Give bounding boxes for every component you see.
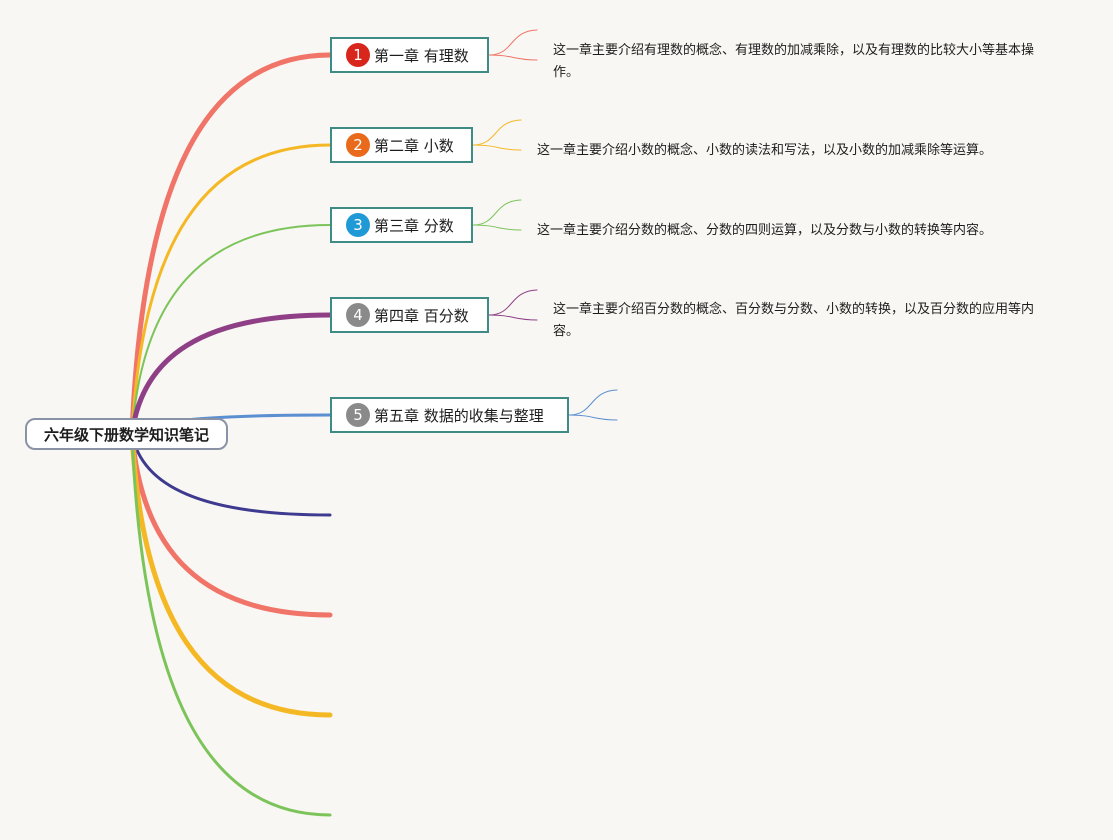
- chapter-title: 第一章 有理数: [374, 46, 469, 65]
- empty-branch-connector-3: [129, 431, 333, 718]
- chapter-title: 第四章 百分数: [374, 306, 469, 325]
- fork-lower-2: [472, 144, 522, 151]
- chapter-title: 第二章 小数: [374, 136, 454, 155]
- chapter-title: 第五章 数据的收集与整理: [374, 406, 544, 425]
- root-node[interactable]: 六年级下册数学知识笔记: [25, 418, 228, 450]
- chapter-desc-2: 这一章主要介绍小数的概念、小数的读法和写法，以及小数的加减乘除等运算。: [537, 143, 993, 158]
- number-2-icon: 2: [346, 133, 370, 157]
- number-1-icon: 1: [346, 43, 370, 67]
- branch-connector-4: [129, 312, 333, 437]
- chapter-desc-3: 这一章主要介绍分数的概念、分数的四则运算，以及分数与小数的转换等内容。: [537, 223, 993, 238]
- number-5-icon: 5: [346, 403, 370, 427]
- fork-lower-4: [488, 314, 538, 321]
- fork-upper-5: [568, 389, 618, 416]
- chapter-title: 第三章 分数: [374, 216, 454, 235]
- fork-lower-3: [472, 224, 522, 231]
- chapter-node-1[interactable]: 1 第一章 有理数: [330, 37, 489, 73]
- branch-connector-1: [129, 52, 333, 437]
- chapter-node-5[interactable]: 5 第五章 数据的收集与整理: [330, 397, 569, 433]
- empty-branch-connector-4: [130, 432, 332, 817]
- fork-upper-3: [472, 199, 522, 226]
- root-title: 六年级下册数学知识笔记: [43, 425, 209, 444]
- chapter-desc-1: 这一章主要介绍有理数的概念、有理数的加减乘除，以及有理数的比较大小等基本操作。: [553, 43, 1035, 80]
- fork-upper-2: [472, 119, 522, 146]
- empty-branch-connector-1: [130, 432, 332, 517]
- fork-upper-4: [488, 289, 538, 316]
- chapter-desc-4: 这一章主要介绍百分数的概念、百分数与分数、小数的转换，以及百分数的应用等内容。: [553, 302, 1035, 339]
- fork-lower-5: [568, 414, 618, 421]
- fork-lower-1: [488, 54, 538, 61]
- chapter-node-4[interactable]: 4 第四章 百分数: [330, 297, 489, 333]
- number-3-icon: 3: [346, 213, 370, 237]
- chapter-node-2[interactable]: 2 第二章 小数: [330, 127, 473, 163]
- empty-branch-connector-2: [129, 431, 333, 618]
- branch-connector-3: [131, 224, 331, 435]
- chapter-node-3[interactable]: 3 第三章 分数: [330, 207, 473, 243]
- branch-connector-2: [130, 143, 332, 436]
- number-4-icon: 4: [346, 303, 370, 327]
- fork-upper-1: [488, 29, 538, 56]
